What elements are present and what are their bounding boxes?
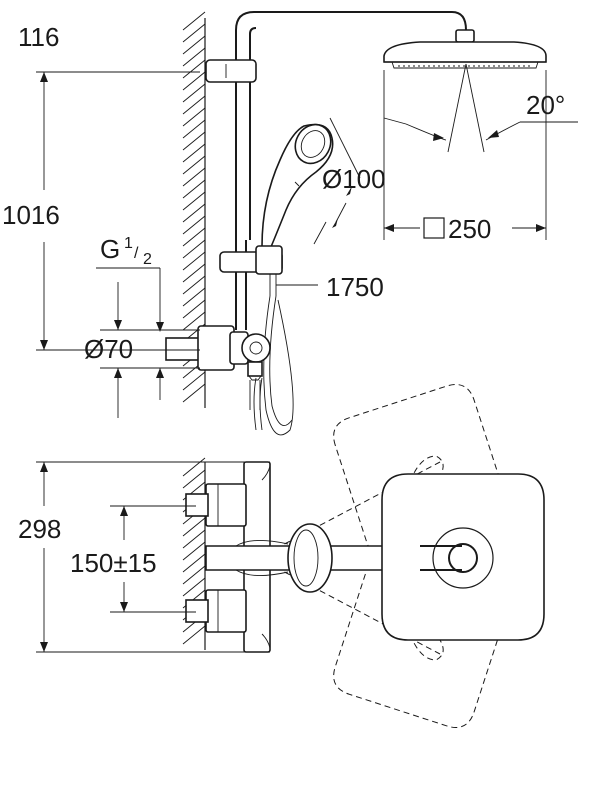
hatch-line xyxy=(182,299,206,319)
hatch-line xyxy=(182,179,206,199)
thread-numerator: 1 xyxy=(124,235,133,252)
dim-spray-angle: 20° xyxy=(526,90,565,120)
elevation-view: 116 1016 G 1 / 2 Ø70 Ø100 1750 250 20° xyxy=(2,11,578,436)
plan-view: 298 150±15 xyxy=(18,384,545,728)
head-shower-plan xyxy=(381,473,545,641)
hatch-line xyxy=(182,59,206,79)
hatch-line xyxy=(182,35,206,55)
dim-top-offset: 116 xyxy=(18,22,59,52)
hatch-line xyxy=(182,47,206,67)
dim-total-height: 1016 xyxy=(2,200,60,230)
hatch-line xyxy=(182,23,206,43)
hatch-line xyxy=(182,553,206,573)
hatch-line xyxy=(182,577,206,597)
dim-inlet-diameter: Ø70 xyxy=(84,334,133,364)
hatch-line xyxy=(182,565,206,585)
hatch-line xyxy=(182,517,206,537)
hatch-line xyxy=(182,83,206,103)
thread-slash: / xyxy=(134,245,139,262)
hatch-line xyxy=(182,143,206,163)
hatch-line xyxy=(182,191,206,211)
dim-head-size: 250 xyxy=(448,214,491,244)
square-symbol-icon xyxy=(423,217,445,239)
hatch-line xyxy=(182,167,206,187)
hatch-line xyxy=(182,457,206,477)
dim-hose-length: 1750 xyxy=(326,272,384,302)
hatch-line xyxy=(182,263,206,283)
hatch-line xyxy=(182,311,206,331)
hatch-line xyxy=(182,119,206,139)
hatch-line xyxy=(182,469,206,489)
hand-shower xyxy=(261,117,361,256)
hatch-line xyxy=(182,131,206,151)
head-size-label: 250 xyxy=(423,214,491,244)
hatch-line xyxy=(182,625,206,645)
hatch-line xyxy=(182,371,206,391)
dim-plan-depth: 298 xyxy=(18,514,61,544)
hatch-line xyxy=(182,529,206,549)
hatch-line xyxy=(182,383,206,403)
hatch-line xyxy=(182,95,206,115)
hatch-line xyxy=(182,239,206,259)
thread-denominator: 2 xyxy=(143,251,152,268)
hatch-line xyxy=(182,215,206,235)
dim-inlet-spacing: 150±15 xyxy=(70,548,157,578)
thread-size-label: G 1 / 2 xyxy=(100,234,152,268)
hatch-line xyxy=(182,203,206,223)
spray-angle-marker xyxy=(383,63,578,240)
thread-base: G xyxy=(100,234,120,264)
hatch-line xyxy=(182,275,206,295)
thermostat-body-plan xyxy=(185,461,271,653)
hatch-line xyxy=(182,71,206,91)
hatch-line xyxy=(182,155,206,175)
hatch-line xyxy=(182,227,206,247)
hand-shower-plan xyxy=(287,523,333,593)
hatch-line xyxy=(182,11,206,31)
dim-hand-shower-diameter: Ø100 xyxy=(322,164,386,194)
dimension-lines-plan xyxy=(36,461,270,653)
thermostat-inlet xyxy=(165,325,271,410)
hatch-line xyxy=(182,107,206,127)
head-shower xyxy=(383,29,547,69)
wall-bracket xyxy=(205,59,257,83)
hatch-line xyxy=(182,287,206,307)
slide-holder xyxy=(219,245,316,296)
hatch-line xyxy=(182,251,206,271)
dimension-lines-elevation xyxy=(36,71,546,418)
hatch-line xyxy=(182,541,206,561)
